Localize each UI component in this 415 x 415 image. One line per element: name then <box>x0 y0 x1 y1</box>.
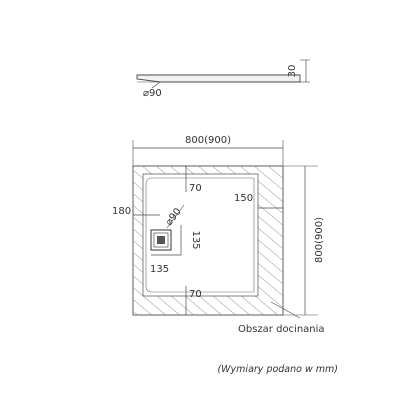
trim-area-hatch <box>133 166 283 315</box>
profile-tray-body <box>136 74 301 83</box>
trim-area-leader <box>270 301 301 319</box>
side-profile: 30 ⌀90 <box>136 59 310 99</box>
grate-height-label: 135 <box>190 230 201 249</box>
top-offset-label: 70 <box>189 183 202 194</box>
drain-grate <box>150 229 172 251</box>
profile-drain-leader <box>151 81 161 89</box>
units-note: (Wymiary podano w mm) <box>217 364 338 375</box>
basin-contour <box>145 177 255 293</box>
trim-area-inner-edge <box>142 173 259 297</box>
corner-label: 150 <box>234 193 253 204</box>
bottom-offset-label: 70 <box>189 289 202 300</box>
side-offset-label: 180 <box>112 206 131 217</box>
trim-area-label: Obszar docinania <box>238 324 325 335</box>
grate-width-label: 135 <box>150 264 169 275</box>
plan-width-label: 800(900) <box>185 135 231 146</box>
profile-drain-diameter-label: ⌀90 <box>143 88 162 99</box>
drain-leader <box>166 204 185 229</box>
plan-depth-label: 800(900) <box>314 217 325 263</box>
profile-height-label: 30 <box>287 65 298 78</box>
plan-view: 800(900) 800(900) 70 70 150 180 ⌀90 <box>112 135 325 335</box>
